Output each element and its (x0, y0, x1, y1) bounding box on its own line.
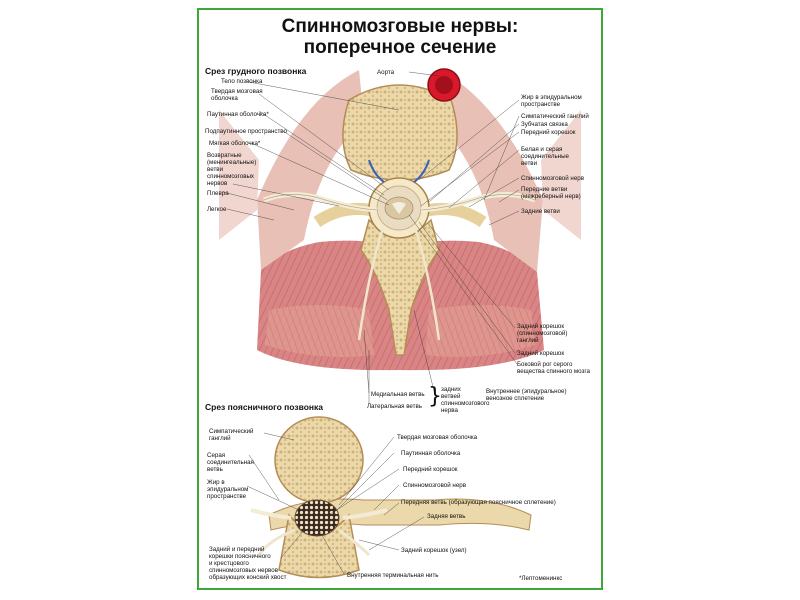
label-cauda-4: спинномозговых нервов (209, 567, 278, 574)
label-l-gray-ramus-3: ветвь (207, 466, 223, 473)
lumbar-section (250, 416, 532, 579)
label-l-gray-ramus-2: соединительная (207, 459, 254, 466)
label-pia: Мягкая оболочка* (209, 140, 261, 147)
label-cauda-2: корешки поясничного (209, 553, 271, 560)
label-dura-2: оболочка (211, 95, 238, 102)
label-l-sympathetic-2: ганглий (209, 435, 231, 442)
label-sympathetic-ganglion: Симпатический ганглий (521, 113, 589, 120)
label-medial-branch: Медиальная ветвь (371, 391, 425, 398)
label-cauda-1: Задний и передний (209, 546, 265, 553)
label-recurrent-2: (менингеальные) (207, 159, 257, 166)
label-l-ventral-root: Передний корешок (403, 466, 458, 473)
poster: Спинномозговые нервы: поперечное сечение… (197, 8, 603, 590)
footnote: *Лептоменинкс (519, 575, 563, 582)
label-subarachnoid: Подпаутинное пространство (205, 128, 287, 135)
label-ventral-root: Передний корешок (521, 129, 576, 136)
label-posterior-rami-group-4: нерва (441, 407, 458, 414)
label-anterior-rami-2: (межреберный нерв) (521, 193, 581, 200)
label-lateral-horn-2: вещества спинного мозга (517, 368, 590, 375)
label-denticulate-ligament: Зубчатая связка (521, 121, 568, 128)
thoracic-section (219, 68, 581, 371)
label-l-dorsal-root: Задний корешок (узел) (401, 547, 467, 554)
label-l-spinal-nerve: Спинномозговой нерв (403, 482, 466, 489)
label-epidural-fat-1: Жир в эпидуральном (521, 94, 582, 101)
left-lung (257, 70, 364, 270)
label-recurrent-5: нервов (207, 180, 228, 187)
right-lung (434, 70, 543, 272)
poster-title: Спинномозговые нервы: поперечное сечение (199, 16, 601, 58)
label-dorsal-root-ganglion-2: (спинномозговой) (517, 330, 568, 337)
label-dorsal-root: Задний корешок (517, 350, 565, 357)
thoracic-heading: Срез грудного позвонка (205, 66, 307, 76)
label-spinal-nerve: Спинномозговой нерв (521, 175, 584, 182)
label-dorsal-root-ganglion-1: Задний корешок (517, 323, 565, 330)
label-venous-plexus-1: Внутреннее (эпидуральное) (486, 388, 567, 395)
label-rami-3: ветви (521, 160, 538, 167)
label-anterior-rami-1: Передние ветви (521, 186, 568, 193)
label-l-sympathetic-1: Симпатический (209, 428, 254, 435)
label-dura-1: Твердая мозговая (211, 88, 263, 95)
bracket: } (428, 384, 442, 409)
label-posterior-rami-group-2: ветвей (441, 393, 461, 400)
label-lung: Легкое (207, 206, 227, 213)
lumbar-vertebral-body (274, 416, 364, 504)
label-pleura: Плевра (207, 190, 229, 197)
cauda-equina (294, 499, 340, 537)
anatomy-illustration (219, 68, 581, 579)
label-l-epidural-3: пространстве (207, 493, 247, 500)
label-l-filum: Внутренняя терминальная нить (347, 572, 439, 579)
title-line-1: Спинномозговые нервы: (281, 16, 519, 37)
label-l-arachnoid: Паутинная оболочка (401, 450, 461, 457)
label-recurrent-4: спинномозговых (207, 173, 255, 180)
vertebral-body (342, 84, 458, 181)
label-venous-plexus-2: венозное сплетение (486, 395, 545, 402)
label-aorta: Аорта (377, 69, 395, 76)
label-l-epidural-1: Жир в (207, 479, 225, 486)
lumbar-heading: Срез поясничного позвонка (205, 402, 324, 412)
label-cauda-5: образующих конский хвост (209, 574, 287, 581)
label-posterior-rami: Задние ветви (521, 208, 560, 215)
label-recurrent-1: Возвратные (207, 152, 242, 159)
label-recurrent-3: ветви (207, 166, 224, 173)
label-l-epidural-2: эпидуральном (207, 486, 249, 493)
label-lateral-horn-1: Боковой рог серого (517, 361, 573, 368)
label-vertebral-body: Тело позвонка (221, 78, 263, 85)
label-rami-1: Белая и серая (521, 146, 563, 153)
label-epidural-fat-2: пространстве (521, 101, 561, 108)
label-rami-2: соединительные (521, 153, 569, 160)
title-line-2: поперечное сечение (303, 37, 497, 58)
label-posterior-rami-group-1: задних (441, 386, 461, 393)
label-lateral-branch: Латеральная ветвь (367, 403, 423, 410)
label-arachnoid: Паутинная оболочка* (207, 111, 269, 118)
label-dorsal-root-ganglion-3: ганглий (517, 337, 539, 344)
label-l-gray-ramus-1: Серая (207, 452, 226, 459)
label-posterior-rami-group-3: спинномозгового (441, 400, 490, 407)
label-l-anterior-ramus: Передняя ветвь (образующая поясничное сп… (401, 499, 556, 506)
label-l-posterior-ramus: Задняя ветвь (427, 513, 466, 520)
label-cauda-3: и крестцового (209, 560, 249, 567)
label-l-dura: Твердая мозговая оболочка (397, 434, 478, 441)
